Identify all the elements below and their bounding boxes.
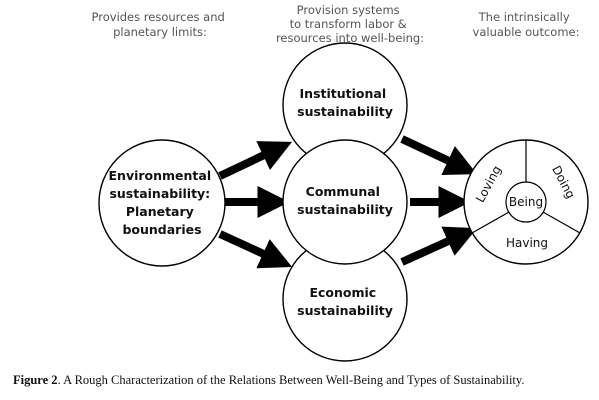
having-label: Having [506,236,548,250]
divider-lower-right [542,211,581,234]
figure-caption: Figure 2. A Rough Characterization of th… [13,373,593,388]
communal-label: Communal sustainability [297,184,393,217]
communal-circle [282,139,408,265]
environmental-label: Environmental sustainability: Planetary … [109,168,216,237]
caption-text: . A Rough Characterization of the Relati… [57,373,525,387]
arrow-institutional-to-wellbeing [400,135,478,176]
divider-lower-left [471,211,510,234]
caption-label: Figure 2 [13,373,58,387]
arrow-economic-to-wellbeing [400,226,478,266]
arrows [218,135,478,269]
header-left: Provides resources and planetary limits: [92,10,229,39]
header-right: The intrinsically valuable outcome: [473,10,580,39]
arrow-env-to-economic [218,230,293,269]
economic-label: Economic sustainability [297,285,393,318]
header-middle: Provision systems to transform labor & r… [276,3,424,45]
institutional-label: Institutional sustainability [297,86,393,119]
being-circle [505,181,547,223]
arrow-env-to-institutional [218,141,293,180]
wellbeing-circle [463,139,589,265]
being-label: Being [509,195,543,209]
environmental-circle [98,139,226,267]
